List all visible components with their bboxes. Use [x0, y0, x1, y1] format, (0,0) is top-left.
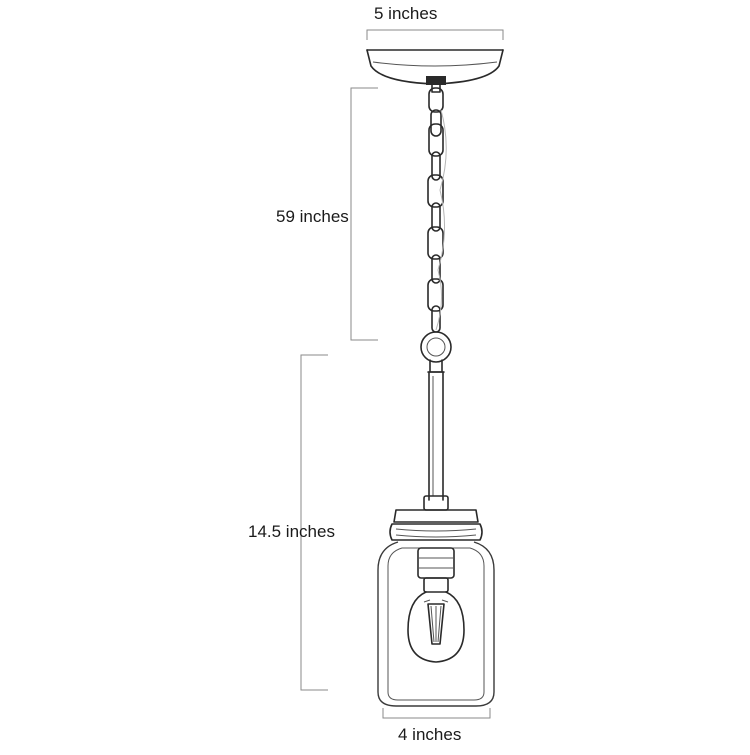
downrod	[423, 371, 449, 511]
canopy	[366, 49, 504, 93]
canopy-width-dimension	[366, 29, 504, 40]
shade-width-label: 4 inches	[398, 725, 462, 744]
canopy-width-label: 5 inches	[374, 4, 438, 23]
shade-width-dimension	[382, 708, 491, 719]
canopy-mount	[426, 76, 446, 85]
chain	[427, 87, 447, 333]
fixture-height-label: 14.5 inches	[248, 522, 335, 541]
chain-length-dimension	[350, 87, 378, 341]
loop-ring	[420, 331, 452, 373]
chain-length-label: 59 inches	[276, 207, 349, 226]
jar-lid	[389, 509, 483, 541]
fixture-height-dimension	[300, 354, 328, 691]
mason-jar-shade	[377, 541, 495, 707]
edison-bulb	[407, 547, 465, 663]
